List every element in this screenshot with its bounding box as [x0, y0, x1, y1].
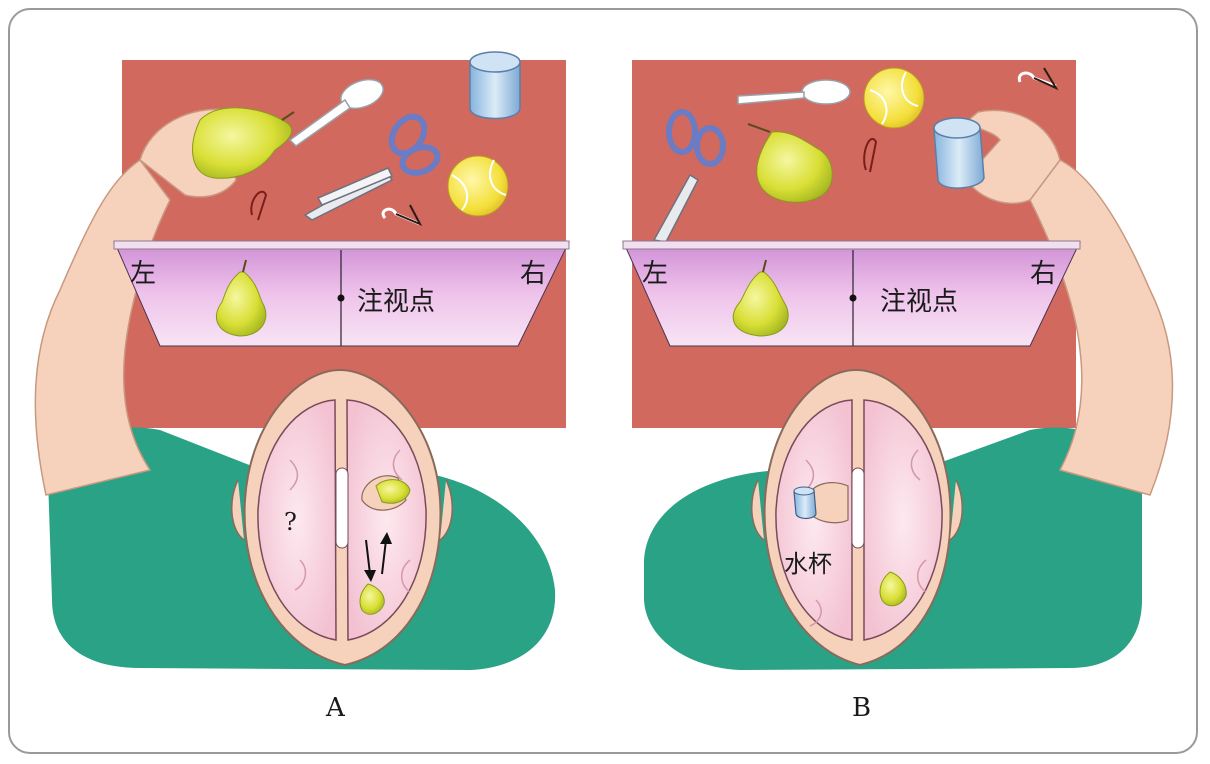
caption-a: A [325, 693, 346, 723]
fixation-dot-b [849, 294, 857, 302]
pear-b [747, 123, 833, 203]
hand-with-cup-in-brain-b [793, 482, 849, 524]
pear-held-a [192, 107, 295, 179]
head-b: 水杯 [751, 368, 963, 667]
corpus-callosum-b [851, 467, 865, 549]
corpus-callosum-a [335, 467, 349, 549]
screen-right-label-a: 右 [520, 259, 546, 289]
panel-b: 左 右 注视点 水杯 B [622, 60, 1174, 723]
pear-in-brain-b [879, 571, 907, 607]
screen-left-label-b: 左 [642, 259, 668, 289]
screen-left-label-a: 左 [130, 259, 156, 289]
panel-a: 左 右 注视点 [34, 51, 570, 723]
screen-a: 左 右 注视点 [113, 240, 570, 347]
cup-held-b [933, 117, 985, 189]
hook-b [1017, 67, 1059, 91]
fixation-dot-a [337, 294, 345, 302]
caption-b: B [852, 693, 871, 723]
paperclip-a [250, 190, 268, 221]
spoon-b [737, 79, 851, 105]
brain-label-b: 水杯 [784, 550, 832, 578]
left-hemisphere-b [775, 399, 853, 641]
ball-a [447, 155, 509, 217]
pear-on-screen-a [216, 259, 267, 337]
ball-b [863, 67, 925, 129]
brain-label-a: ? [284, 508, 297, 536]
right-hemisphere-a [346, 399, 427, 641]
hand-b [964, 109, 1061, 205]
fixation-label-b: 注视点 [880, 287, 958, 317]
spoon-a [288, 78, 384, 147]
fixation-label-a: 注视点 [357, 287, 435, 317]
screen-right-label-b: 右 [1030, 259, 1056, 289]
pear-on-screen-b [732, 259, 789, 337]
signal-arrows-a [364, 532, 392, 582]
head-a: ? [231, 368, 453, 667]
paperclip-b [863, 138, 878, 173]
hook-a [381, 204, 423, 226]
screen-b: 左 右 注视点 [622, 240, 1081, 347]
cup-a [469, 51, 521, 120]
scissors-a [303, 113, 441, 221]
pear-in-brain-a [359, 583, 385, 615]
hand-in-brain-a [361, 475, 411, 511]
left-hemisphere-a [257, 399, 337, 641]
